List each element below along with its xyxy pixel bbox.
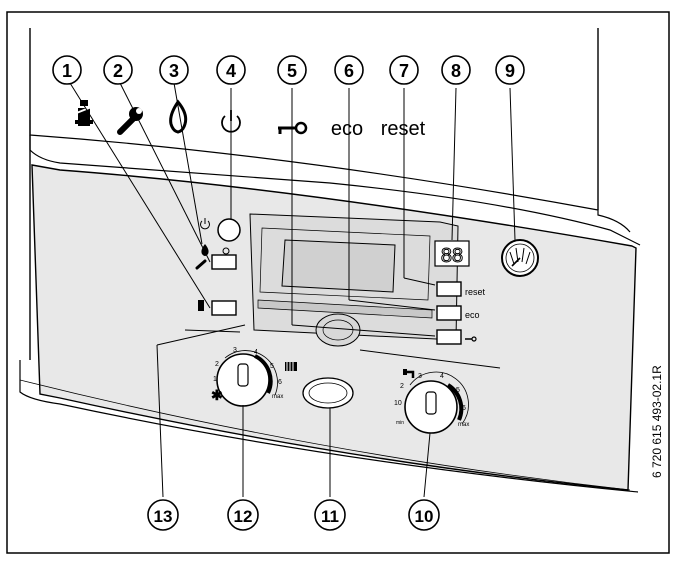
callout-1: 1: [52, 55, 82, 85]
dhw-scale-4: 4: [440, 373, 444, 380]
eco-button[interactable]: [436, 305, 462, 321]
svg-text:12: 12: [234, 507, 253, 526]
callout-11: 11: [314, 499, 346, 531]
dhw-scale-1: 10: [394, 400, 402, 407]
key-lock-button[interactable]: [436, 329, 462, 345]
burner-flame-small-icon: [201, 244, 209, 256]
service-button[interactable]: [211, 254, 237, 270]
heating-scale-3: 3: [233, 347, 237, 354]
callout-13: 13: [147, 499, 179, 531]
upper-panel: [29, 120, 631, 233]
svg-text:2: 2: [113, 61, 123, 81]
callout-4: 4: [216, 55, 246, 85]
dhw-scale-max: max: [458, 422, 469, 428]
callout-3: 3: [159, 55, 189, 85]
reset-button[interactable]: [436, 281, 462, 297]
svg-text:9: 9: [505, 61, 515, 81]
chimney-sweep-button[interactable]: [211, 300, 237, 316]
svg-text:7: 7: [399, 61, 409, 81]
frost-protection-icon: ✱: [211, 387, 223, 403]
svg-text:8: 8: [451, 61, 461, 81]
radiator-icon: [285, 362, 297, 371]
callout-2: 2: [103, 55, 133, 85]
heating-scale-4: 4: [254, 349, 258, 356]
svg-text:1: 1: [62, 61, 72, 81]
hot-water-temperature-knob[interactable]: [404, 371, 469, 434]
pressure-gauge: [501, 239, 539, 277]
callout-6: 6: [334, 55, 364, 85]
callout-8: 8: [441, 55, 471, 85]
flame-icon: [169, 99, 188, 134]
dhw-scale-3: 3: [418, 373, 422, 380]
callout-10: 10: [408, 499, 440, 531]
wrench-icon: [117, 107, 143, 135]
fascia-line: [19, 379, 631, 491]
dhw-scale-2: 2: [400, 383, 404, 390]
figure-border: [6, 11, 670, 554]
callout-12: 12: [227, 499, 259, 531]
svg-text:13: 13: [154, 507, 173, 526]
reset-button-label: reset: [465, 287, 486, 297]
status-lens: [302, 377, 354, 409]
digital-display: [434, 240, 470, 267]
svg-text:6: 6: [344, 61, 354, 81]
dhw-scale-min: min: [396, 420, 404, 426]
key-lock-button-icon: [465, 336, 477, 342]
figure-code: 6 720 615 493-02.1R: [650, 365, 664, 478]
display-inner-frame: [259, 227, 431, 301]
reset-symbol-label: reset: [381, 118, 426, 140]
leader-lines: [69, 82, 516, 498]
housing-outline: [29, 28, 599, 360]
heating-scale-5: 5: [270, 363, 274, 370]
tap-icon: [403, 369, 415, 378]
status-lens-inner: [308, 382, 348, 404]
power-button-icon: [200, 218, 210, 230]
heating-scale-6: 6: [278, 379, 282, 386]
fascia-lower-edge: [19, 360, 639, 493]
chimney-sweep-icon: [73, 100, 95, 126]
heating-scale-max: max: [272, 394, 283, 400]
service-button-wrench-icon: [195, 259, 207, 270]
callout-9: 9: [495, 55, 525, 85]
key-icon: [278, 121, 308, 135]
heating-scale-1: 1: [213, 376, 217, 383]
svg-text:10: 10: [415, 507, 434, 526]
svg-text:5: 5: [287, 61, 297, 81]
eco-symbol-label: eco: [331, 118, 363, 140]
heating-scale-2: 2: [215, 361, 219, 368]
display-digits: 88: [441, 245, 463, 267]
burner-indicator-led: [222, 247, 230, 255]
display-trim-bar: [257, 299, 433, 319]
svg-text:3: 3: [169, 61, 179, 81]
svg-text:11: 11: [321, 507, 339, 526]
dhw-scale-5: 5: [456, 387, 460, 394]
callout-7: 7: [389, 55, 419, 85]
power-button[interactable]: [217, 218, 241, 242]
lower-trim: [184, 329, 501, 369]
heating-temperature-knob[interactable]: [216, 350, 278, 407]
svg-text:4: 4: [226, 61, 236, 81]
eco-button-label: eco: [465, 310, 480, 320]
callout-5: 5: [277, 55, 307, 85]
display-window: [281, 239, 396, 293]
panel-band: [29, 135, 641, 246]
dhw-scale-6: 6: [462, 405, 466, 412]
chimney-sweep-button-icon: [198, 300, 204, 311]
